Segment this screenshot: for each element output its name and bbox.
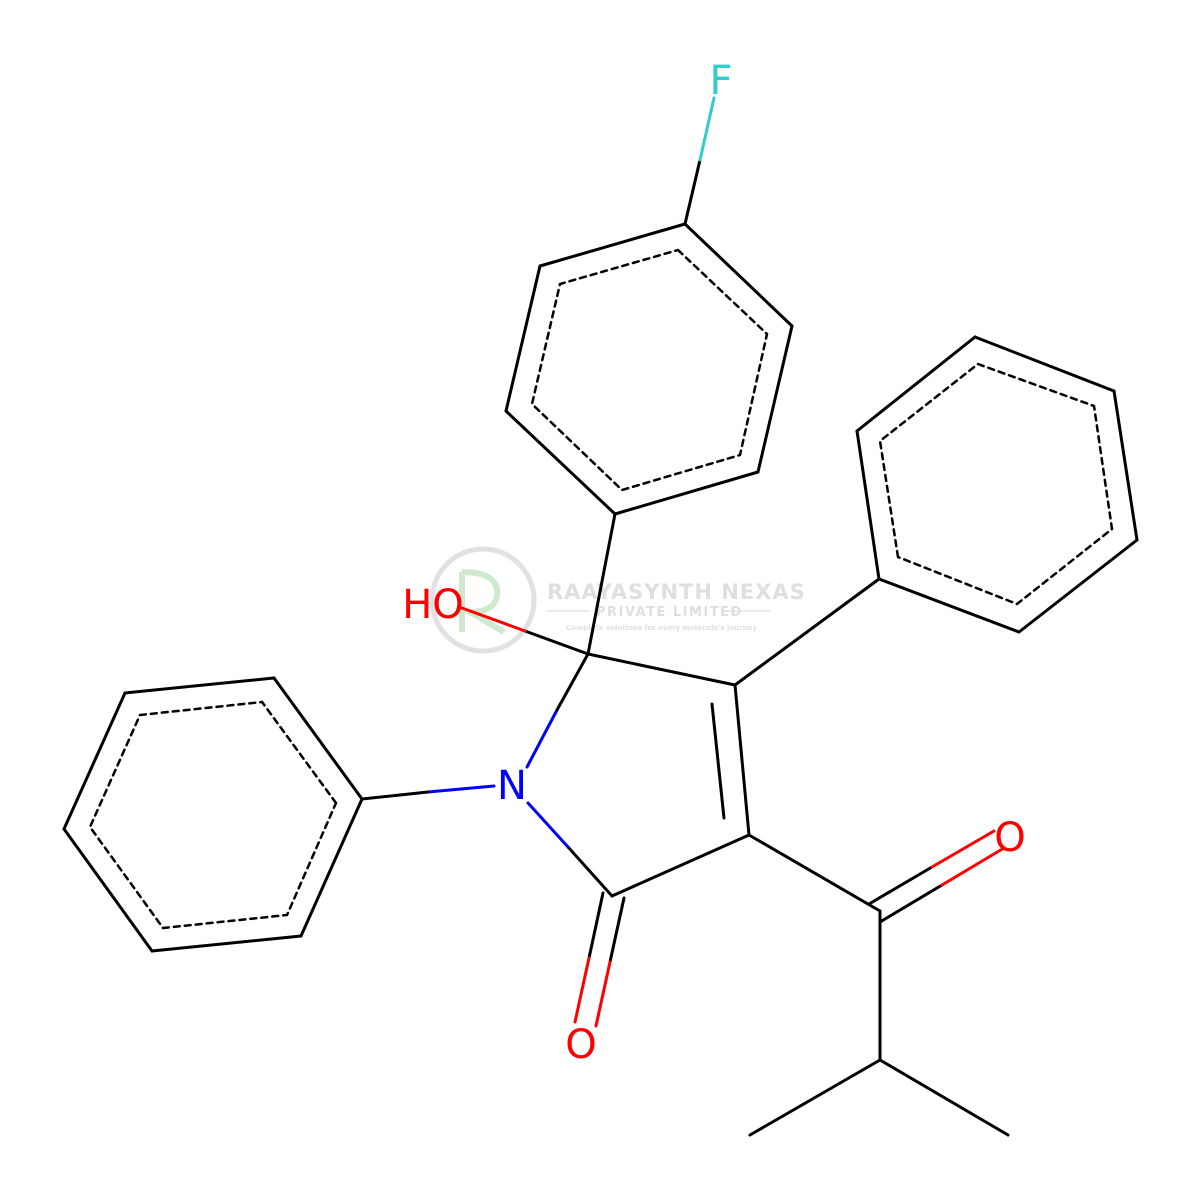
c4-phenyl-bond xyxy=(733,577,881,687)
methyl-bond-right xyxy=(878,1058,1010,1137)
n-phenyl-bond-c xyxy=(360,790,430,801)
ketone-carbonyl xyxy=(867,829,1006,924)
ring-to-c5-bond xyxy=(586,512,617,656)
n-phenyl-ring xyxy=(62,676,364,953)
watermark-company: RAAYASYNTH NEXAS xyxy=(547,580,806,604)
pyrrolone-ring xyxy=(525,652,751,898)
watermark-logo xyxy=(429,546,537,654)
fluorine-atom-label: F xyxy=(709,58,732,104)
hydroxyl-atom-label: HO xyxy=(402,582,464,628)
lactam-oxygen-label: O xyxy=(565,1022,596,1068)
c3-acyl-bond xyxy=(747,833,882,913)
fluorophenyl-ring xyxy=(504,222,794,516)
c-oh-bond xyxy=(523,629,590,656)
c-f-bond-f xyxy=(698,96,716,162)
lactam-carbonyl xyxy=(573,891,626,1028)
watermark-logo-mark xyxy=(458,569,506,635)
c-oh-bond-o xyxy=(460,606,527,633)
n-phenyl-bond xyxy=(426,784,496,794)
nitrogen-atom-label: N xyxy=(497,763,527,809)
watermark: RAAYASYNTH NEXAS PRIVATE LIMITED Complet… xyxy=(429,546,806,654)
methyl-bond-left xyxy=(748,1058,882,1137)
c4-phenyl-ring xyxy=(855,335,1139,634)
c-f-bond xyxy=(683,158,702,226)
watermark-tagline: Complete solutions for every molecule's … xyxy=(566,624,757,632)
ketone-oxygen-label: O xyxy=(994,815,1025,861)
watermark-subtitle: PRIVATE LIMITED xyxy=(596,605,743,620)
